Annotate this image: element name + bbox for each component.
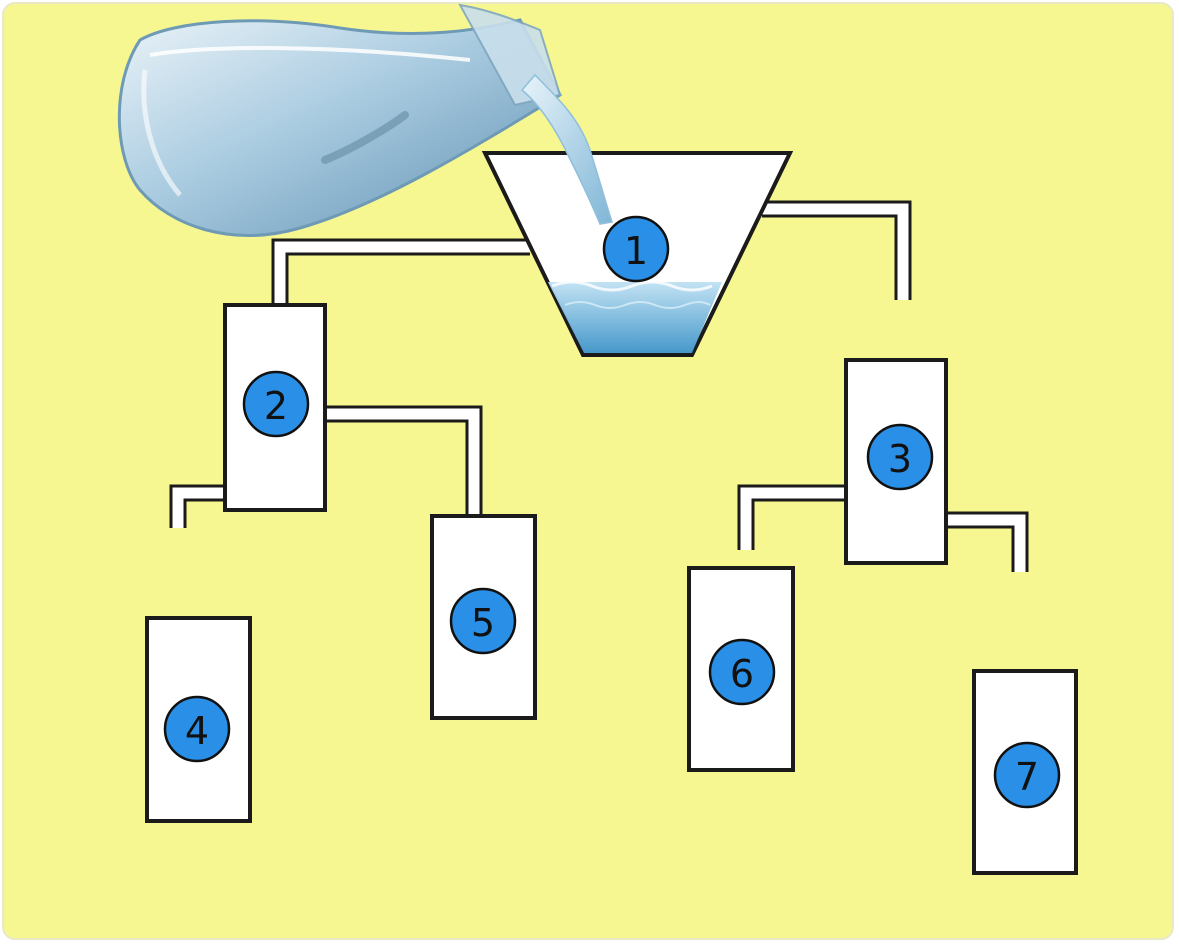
funnel-water: [548, 282, 722, 353]
svg-text:6: 6: [730, 652, 754, 696]
svg-text:3: 3: [888, 437, 912, 481]
badge-1: 1: [602, 215, 670, 283]
svg-text:7: 7: [1015, 755, 1039, 799]
water-jug-illustration: [117, 3, 613, 237]
badge-6: 6: [708, 638, 776, 706]
badge-7: 7: [993, 741, 1061, 809]
pipes: [169, 200, 1029, 572]
badge-5: 5: [449, 587, 517, 655]
svg-text:4: 4: [185, 709, 209, 753]
svg-text:2: 2: [264, 384, 288, 428]
svg-text:1: 1: [624, 229, 648, 273]
badge-4: 4: [163, 695, 231, 763]
water-stream: [520, 73, 613, 225]
badge-2: 2: [242, 370, 310, 438]
badge-3: 3: [866, 423, 934, 491]
svg-text:5: 5: [471, 601, 495, 645]
